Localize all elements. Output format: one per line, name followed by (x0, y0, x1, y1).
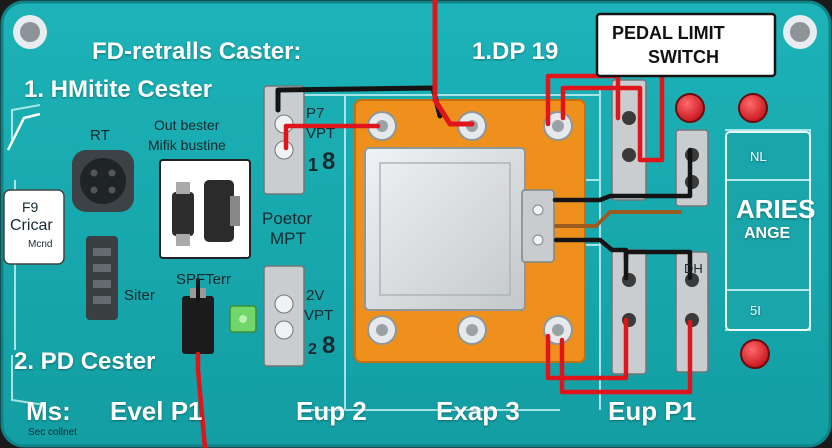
terminal-bottom-number: 2 (308, 341, 317, 358)
aries-bottom-label: 5I (750, 303, 761, 318)
dp19-label: 1.DP 19 (472, 38, 559, 65)
out-bester-label-2: Mifik bustine (148, 137, 226, 153)
relay-body (364, 147, 526, 311)
connector-label: DH (684, 261, 703, 276)
bottom-label-2: Eup 2 (296, 396, 367, 426)
terminal-bottom-label-1: 2V (306, 287, 325, 304)
relay-post-bottom-left (367, 315, 397, 345)
green-chip (229, 305, 257, 333)
poetor-label-2: MPT (270, 229, 306, 248)
left-title-arrow (6, 112, 41, 151)
siter-label: Siter (124, 287, 155, 304)
terminal-bottom-label-2: VPT (304, 307, 334, 324)
relay-post-top-left (367, 111, 397, 141)
bottom-label-ms: Ms: (26, 396, 71, 426)
out-bester-label-1: Out bester (154, 117, 220, 133)
bottom-label-4: Eup P1 (608, 396, 697, 426)
mounting-hole-top-left (13, 15, 47, 49)
top-title: FD-retralls Caster: (92, 38, 302, 65)
left-chip-label-3: Mcnd (28, 239, 53, 250)
bottom-label-1: Evel P1 (110, 396, 203, 426)
pd-cester-label: 2. PD Cester (14, 348, 156, 375)
pedal-limit-switch-callout (595, 12, 777, 78)
rt-sensor (72, 150, 134, 212)
terminal-top-label-1: P7 (306, 105, 325, 122)
aries-module (725, 131, 811, 331)
mounting-hole-top-right (783, 15, 817, 49)
left-chip-label-1: F9 (22, 199, 39, 215)
aries-title: ARIES (736, 194, 816, 224)
terminal-top-number: 1 (308, 155, 319, 175)
connector-bottom-1 (611, 249, 647, 375)
fuse-module (159, 159, 251, 259)
siter-component (86, 236, 118, 320)
spfterr-label: SPFTerr (176, 271, 232, 288)
left-chip-label-2: Cricar (10, 217, 53, 234)
terminal-bottom-label-3: 8 (322, 332, 336, 359)
led-top-left (675, 93, 705, 123)
aries-subtitle: ANGE (744, 225, 791, 242)
left-title: 1. HMitite Cester (24, 76, 213, 103)
poetor-label-1: Poetor (262, 209, 313, 228)
terminal-block-lower (263, 265, 305, 367)
led-top-right (738, 93, 768, 123)
terminal-top-label-2: VPT (306, 125, 336, 142)
aries-top-label: NL (750, 149, 767, 164)
left-chip-box (3, 189, 65, 265)
bottom-label-3: Exap 3 (436, 396, 520, 426)
rt-label: RT (90, 127, 110, 144)
bottom-label-sub: Sec collnet (28, 427, 77, 438)
pedal-limit-switch-line-1: PEDAL LIMIT (612, 23, 725, 43)
connector-top-1 (611, 79, 647, 201)
led-bottom-right (740, 339, 770, 369)
pedal-limit-switch-line-2: SWITCH (648, 47, 719, 67)
relay-post-bottom-mid (457, 315, 487, 345)
relay-side-pins (521, 189, 555, 263)
wires (195, 0, 693, 448)
relay-post-bottom-right (543, 315, 573, 345)
terminal-top-label-3: 8 (322, 148, 336, 175)
